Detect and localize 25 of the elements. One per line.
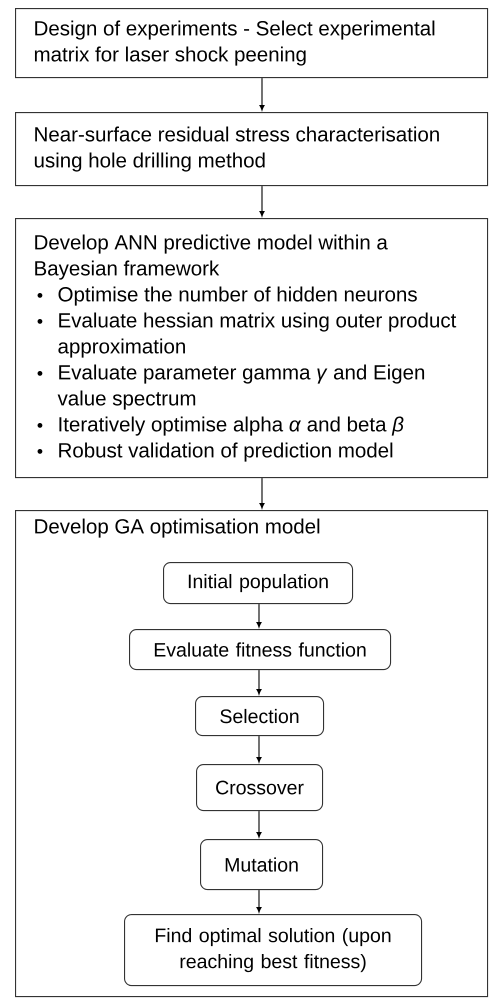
process-box <box>15 8 488 78</box>
arrow <box>256 604 262 628</box>
arrow <box>256 890 262 913</box>
arrow <box>256 811 262 838</box>
process-box <box>15 218 488 478</box>
group-box <box>15 510 488 998</box>
process-box: Selection <box>195 696 324 736</box>
process-box: Evaluate fitness function <box>129 629 392 670</box>
process-box: Find optimal solution (upon reaching best fitness) <box>124 914 422 986</box>
bullet-item: Optimise the number of hidden neurons <box>58 286 417 306</box>
process-box: Mutation <box>200 839 324 890</box>
bullet-item: Robust validation of prediction model <box>59 442 392 462</box>
box-text: Develop ANN predictive model within a Bayesian framework <box>35 234 388 280</box>
process-box <box>15 112 488 186</box>
process-box: Crossover <box>196 764 324 812</box>
arrow <box>259 186 265 217</box>
bullet-item: Iteratively optimise alpha α and beta β <box>59 416 404 436</box>
arrow <box>259 478 265 509</box>
box-text: Near-surface residual stress characterisation using hole drilling method <box>34 126 439 172</box>
process-box: Initial population <box>163 562 354 604</box>
arrow <box>256 736 262 763</box>
arrow <box>256 670 262 695</box>
arrow <box>259 78 265 111</box>
box-text: Develop GA optimisation model <box>35 518 320 538</box>
box-text: Design of experiments - Select experimental matrix for laser shock peening <box>34 20 434 66</box>
